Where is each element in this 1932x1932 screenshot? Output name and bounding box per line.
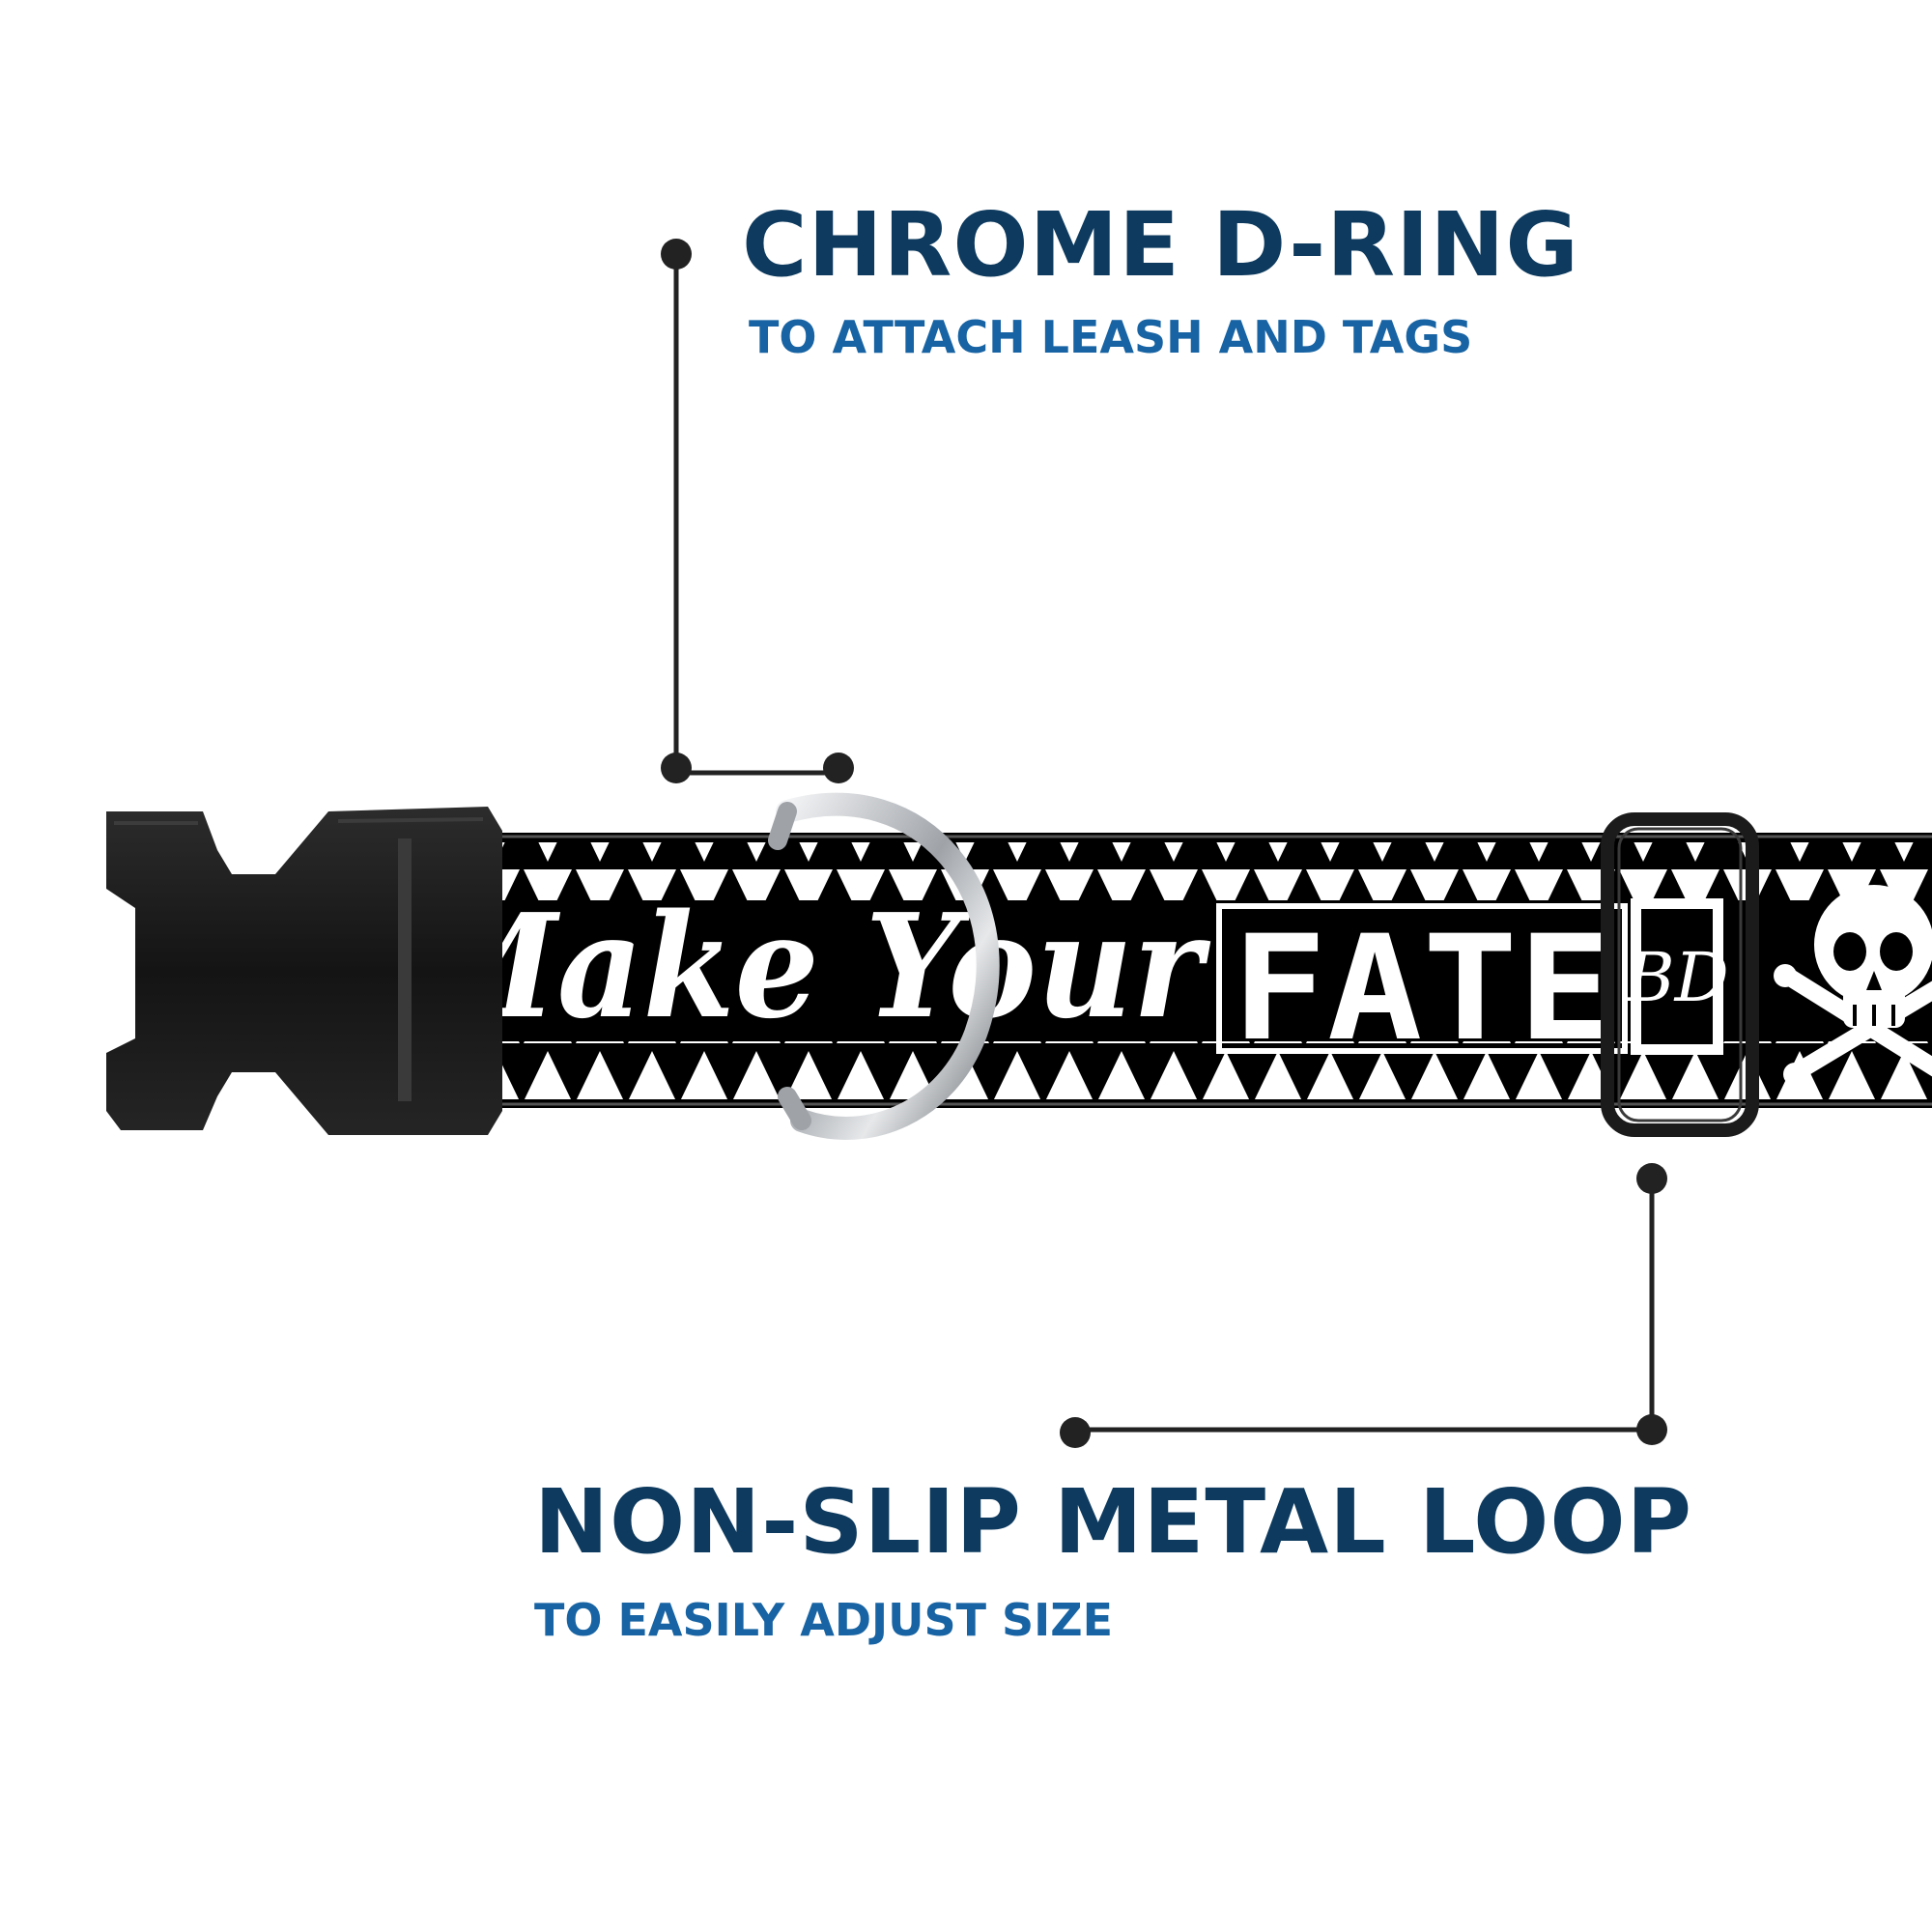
loop-callout-title: NON-SLIP METAL LOOP (534, 1470, 1693, 1574)
loop-leader-line (1060, 1163, 1667, 1448)
chrome-d-ring (768, 792, 1000, 1140)
skull-crossbones-icon (1774, 885, 1932, 1086)
bd-monogram-letters: BD (1623, 938, 1729, 1017)
collar-print-script: Make Your (406, 882, 1210, 1050)
buckle (106, 807, 502, 1135)
dring-callout-subtitle: TO ATTACH LEASH AND TAGS (749, 311, 1473, 363)
bd-monogram-icon: BD (1623, 898, 1729, 1055)
loop-callout-subtitle: TO EASILY ADJUST SIZE (534, 1594, 1114, 1646)
collar-print-block: FATE (1232, 905, 1613, 1073)
collar-print-block-panel: FATE (1216, 903, 1628, 1073)
dring-leader-line (661, 239, 854, 783)
slide-loop (1601, 812, 1759, 1137)
dring-callout-title: CHROME D-RING (742, 193, 1579, 297)
